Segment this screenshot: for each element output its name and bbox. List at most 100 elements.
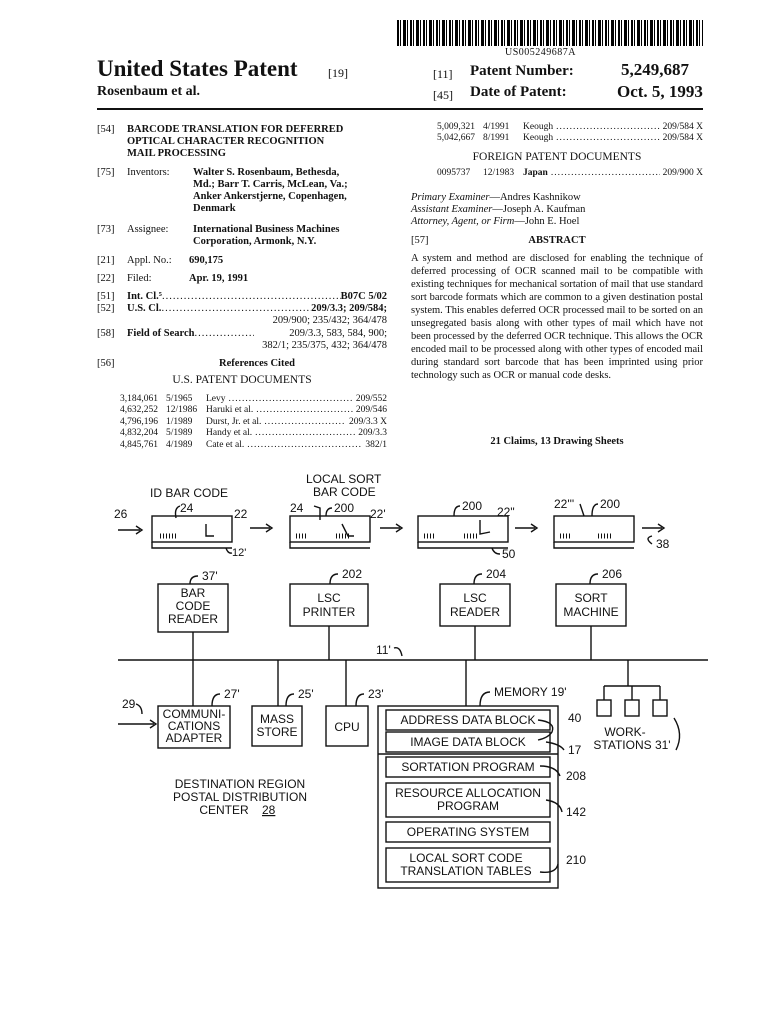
mass-store-box xyxy=(251,705,303,747)
arrow-3-head xyxy=(530,523,539,533)
refs-code: [56] xyxy=(97,358,115,369)
appl-value: 690,175 xyxy=(189,255,224,266)
bcr-label-2: CODE xyxy=(176,599,211,613)
comm-label-1: COMMUNI- xyxy=(163,707,226,721)
bcr-label-3: READER xyxy=(168,612,218,626)
attorney-label: Attorney, Agent, or Firm xyxy=(411,216,515,227)
mass-label-1: MASS xyxy=(260,712,294,726)
citation-name: Cate et al. xyxy=(206,439,245,450)
lscr-label-2: READER xyxy=(450,605,500,619)
citation-class: 209/552 xyxy=(355,394,387,404)
leader-206 xyxy=(589,573,599,585)
leader-11p xyxy=(393,646,403,657)
citation-name: Keough xyxy=(523,122,554,132)
citation-class: 209/546 xyxy=(355,405,387,416)
citation-class: 209/3.3 xyxy=(358,428,387,439)
leader-202 xyxy=(329,573,339,585)
arrow-1-head xyxy=(265,523,274,533)
resource-label-1: RESOURCE ALLOCATION xyxy=(395,786,541,800)
citation-date: 4/1991 xyxy=(483,122,510,132)
uscl-code: [52] xyxy=(97,303,115,314)
ref-202: 202 xyxy=(342,567,362,581)
date-code: [45] xyxy=(433,88,453,102)
lsc-tables-label-1: LOCAL SORT CODE xyxy=(409,851,522,865)
inventors-line: Walter S. Rosenbaum, Bethesda, xyxy=(193,167,340,178)
uscl-label: U.S. Cl. xyxy=(127,303,162,314)
ref-40: 40 xyxy=(568,711,582,725)
mail-piece-2 xyxy=(289,515,371,543)
leader-24b xyxy=(313,505,321,520)
filed-section: [22] Filed: Apr. 19, 1991 xyxy=(97,273,387,285)
abstract-code: [57] xyxy=(411,235,429,246)
intcl-value: B07C 5/02 xyxy=(340,291,387,302)
title-line: MAIL PROCESSING xyxy=(127,148,226,159)
intcl-code: [51] xyxy=(97,291,115,302)
citation-date: 1/1989 xyxy=(166,416,193,427)
leader-22ppp xyxy=(579,503,585,517)
ref-22pp: 22" xyxy=(497,505,515,519)
assignee-line: International Business Machines xyxy=(193,224,340,235)
conveyor-4 xyxy=(553,542,634,549)
title-code-54: [54] xyxy=(97,124,115,135)
operating-system xyxy=(385,821,551,843)
conveyor-2 xyxy=(289,542,370,549)
uscl-value: 209/3.3; 209/584; xyxy=(311,303,387,314)
ref-200b: 200 xyxy=(462,499,482,513)
assignee-code: [73] xyxy=(97,224,115,235)
search-section: [58] Field of Search 209/3.3, 583, 584, … xyxy=(97,328,387,340)
uscl-section: [52] U.S. Cl. 209/3.3; 209/584; xyxy=(97,303,387,315)
device-bus-drops xyxy=(192,626,592,660)
memory-label: MEMORY 19' xyxy=(494,685,567,699)
citation-date: 12/1986 xyxy=(166,405,198,416)
lsc-tables-label-2: TRANSLATION TABLES xyxy=(400,864,531,878)
ref-38: 38 xyxy=(656,537,670,551)
foreign-docs-title: FOREIGN PATENT DOCUMENTS xyxy=(472,151,642,163)
leader-50 xyxy=(491,547,501,555)
leader-200a xyxy=(325,507,333,517)
image-data-block-label: IMAGE DATA BLOCK xyxy=(410,735,526,749)
citation-class: 209/900 X xyxy=(662,168,703,178)
citation-class: 209/584 X xyxy=(662,133,703,144)
examiners: Primary Examiner—Andres Kashnikow Assist… xyxy=(411,192,703,228)
ref-50: 50 xyxy=(502,547,516,561)
ref-12p: 12' xyxy=(232,547,246,559)
search-value: 209/3.3, 583, 584, 900; xyxy=(289,328,387,339)
citation-date: 5/1989 xyxy=(166,428,193,439)
leader-12p xyxy=(225,547,233,554)
citation-class: 382/1 xyxy=(365,439,387,450)
ref-204: 204 xyxy=(486,567,506,581)
ref-29: 29 xyxy=(122,697,136,711)
ref-200a: 200 xyxy=(334,501,354,515)
citation-name: Handy et al. xyxy=(206,428,253,439)
center-label-1: DESTINATION REGION xyxy=(175,777,305,791)
citation-number: 4,632,252 xyxy=(120,405,158,416)
center-label-2: POSTAL DISTRIBUTION xyxy=(173,790,307,804)
sort-label-1: SORT xyxy=(574,591,608,605)
leader-29 xyxy=(135,703,143,715)
abstract-text: A system and method are disclosed for en… xyxy=(411,253,703,381)
leader-204 xyxy=(473,573,483,585)
ref-24b: 24 xyxy=(290,501,304,515)
communications-adapter-box xyxy=(157,705,231,749)
workstations-label-2: STATIONS 31' xyxy=(593,738,670,752)
sortation-program-label: SORTATION PROGRAM xyxy=(401,760,534,774)
leader-38 xyxy=(647,535,653,545)
leader-27p xyxy=(211,693,221,707)
leader-40 xyxy=(537,719,554,741)
leader-22p xyxy=(341,523,354,537)
label-id-bar-code: ID BAR CODE xyxy=(150,486,228,500)
leader-200b xyxy=(453,505,461,517)
title-line: OPTICAL CHARACTER RECOGNITION xyxy=(127,136,325,147)
primary-examiner: —Andres Kashnikow xyxy=(489,192,581,203)
ref-22p: 22' xyxy=(370,507,386,521)
citation-name: Durst, Jr. et al. xyxy=(206,416,262,427)
ref-142: 142 xyxy=(566,805,586,819)
document-barcode xyxy=(397,20,703,46)
